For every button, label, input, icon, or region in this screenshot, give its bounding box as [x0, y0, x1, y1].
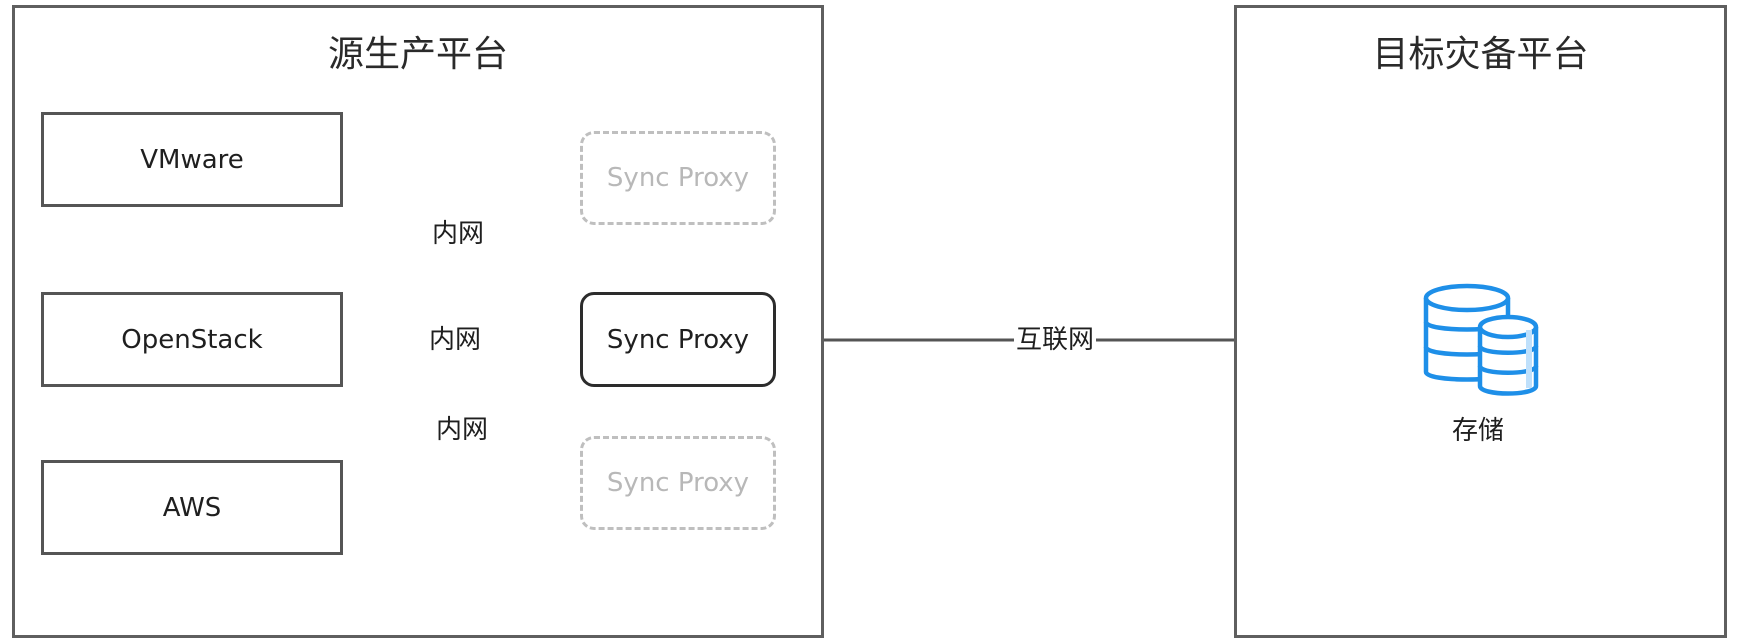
intranet-label-vmware: 内网: [430, 219, 487, 249]
vmware-label: VMware: [140, 144, 244, 175]
openstack-label: OpenStack: [121, 324, 263, 355]
sync-proxy-active[interactable]: Sync Proxy: [580, 292, 776, 387]
sync-proxy-ghost-bottom-label: Sync Proxy: [606, 468, 750, 498]
sync-proxy-ghost-top[interactable]: Sync Proxy: [580, 131, 776, 225]
openstack-node[interactable]: OpenStack: [41, 292, 343, 387]
internet-label: 互联网: [1014, 325, 1097, 355]
database-storage-icon: [1423, 283, 1539, 396]
source-platform-title: 源生产平台: [327, 34, 508, 75]
target-platform-title: 目标灾备平台: [1372, 34, 1589, 75]
sync-proxy-ghost-top-label: Sync Proxy: [606, 163, 750, 193]
aws-label: AWS: [162, 492, 222, 523]
aws-node[interactable]: AWS: [41, 460, 343, 555]
vmware-node[interactable]: VMware: [41, 112, 343, 207]
intranet-label-aws: 内网: [434, 415, 491, 445]
intranet-label-openstack: 内网: [427, 325, 484, 355]
sync-proxy-active-label: Sync Proxy: [606, 324, 750, 355]
storage-label: 存储: [1452, 416, 1505, 446]
sync-proxy-ghost-bottom[interactable]: Sync Proxy: [580, 436, 776, 530]
